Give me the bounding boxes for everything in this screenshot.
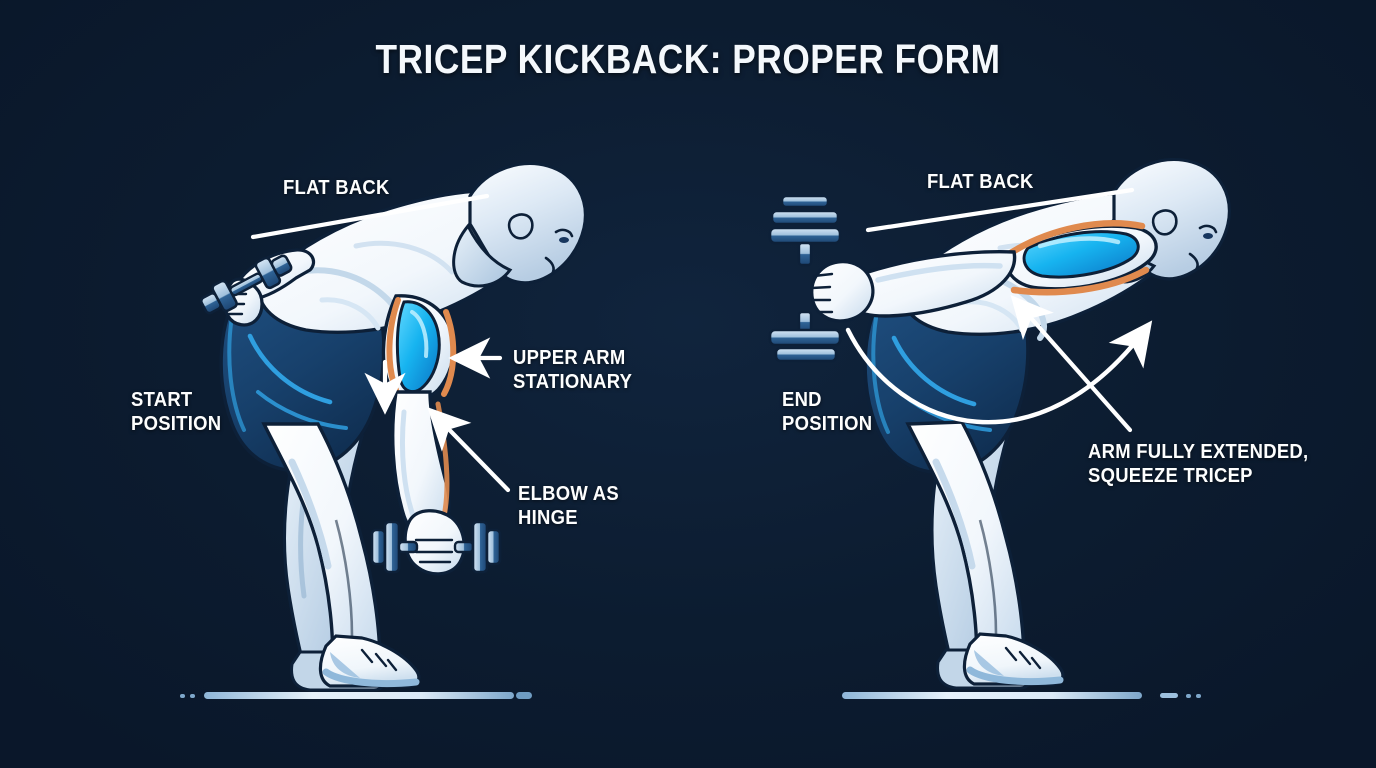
extended-arm — [844, 220, 1158, 318]
label-flat-back-left: FLAT BACK — [283, 176, 390, 199]
label-elbow-as-hinge: ELBOW AS HINGE — [518, 482, 619, 530]
label-start-position: START POSITION — [131, 388, 222, 436]
working-arm — [381, 294, 457, 538]
page-title: TRICEP KICKBACK: PROPER FORM — [375, 36, 1001, 82]
label-end-position: END POSITION — [782, 388, 873, 436]
label-arm-fully-extended: ARM FULLY EXTENDED, SQUEEZE TRICEP — [1088, 440, 1309, 488]
figure-start-position — [180, 161, 587, 699]
flat-back-pointer-left — [250, 193, 490, 240]
figure-end-position — [768, 157, 1231, 699]
curved-arrow-icon — [845, 320, 1153, 425]
lower-hand — [403, 509, 466, 576]
ground-line-left — [180, 692, 532, 699]
near-shoe-right — [962, 632, 1065, 686]
tricep-pointer-icon — [1010, 294, 1133, 433]
tricep-highlight — [395, 300, 441, 394]
near-shoe — [318, 634, 421, 688]
ground-line-right — [842, 692, 1201, 699]
dumbbell-lower — [370, 520, 502, 574]
label-upper-arm-stationary: UPPER ARM STATIONARY — [513, 346, 633, 394]
dumbbell-right — [768, 194, 842, 363]
dumbbell-upper — [199, 254, 293, 315]
neck — [452, 223, 513, 288]
flat-back-pointer-right — [865, 187, 1135, 233]
elbow-arrow-icon — [427, 407, 511, 493]
label-flat-back-right: FLAT BACK — [927, 170, 1034, 193]
fist-right — [810, 260, 875, 323]
